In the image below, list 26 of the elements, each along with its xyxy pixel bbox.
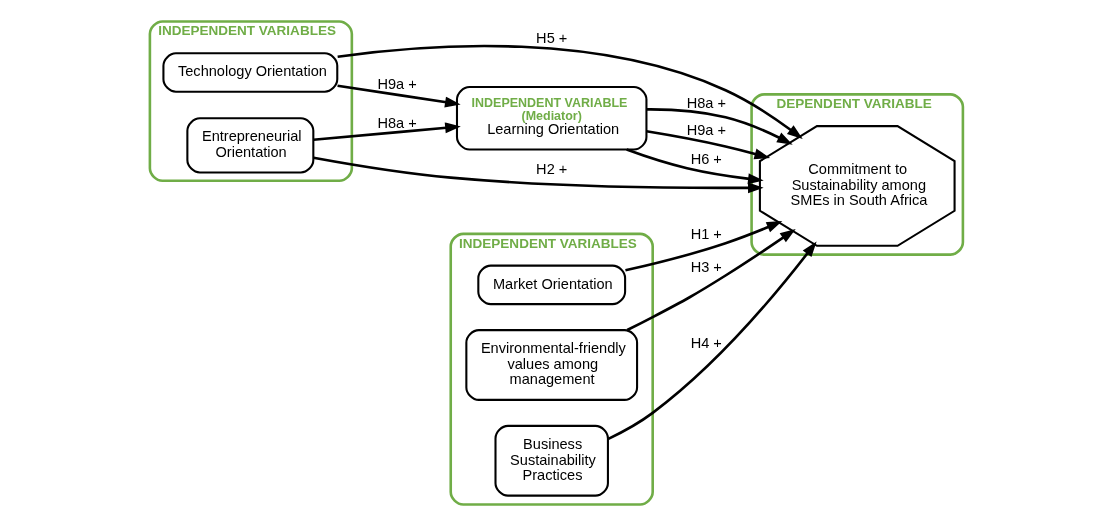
edge-label: H1 +: [690, 225, 722, 242]
node-box: Market Orientation: [477, 264, 627, 305]
node-box: Entrepreneurial Orientation: [186, 116, 315, 173]
edge-label: H4 +: [690, 334, 722, 351]
arrow: [625, 220, 783, 272]
node-box: Business Sustainability Practices: [494, 424, 609, 497]
edge-label: H2 +: [536, 160, 568, 177]
arrow: [646, 129, 771, 159]
edge-label: H3 +: [690, 258, 722, 275]
arrow: [626, 228, 796, 331]
arrow: [646, 107, 793, 145]
node-box: INDEPENDENT VARIABLE (Mediator) Learning Orientation: [455, 85, 648, 151]
edge-label: H8a +: [377, 114, 417, 131]
edge-label: H9a +: [686, 121, 726, 138]
arrow: [337, 83, 461, 108]
edge-label: H5 +: [536, 29, 568, 46]
node-box: Environmental-friendly values among management: [465, 328, 639, 401]
edge-label: H9a +: [377, 75, 417, 92]
arrow: [626, 147, 764, 184]
arrow: [607, 240, 817, 440]
arrow: [313, 121, 461, 141]
edge-label: H6 +: [690, 150, 722, 167]
arrow: [313, 155, 764, 193]
edge-label: H8a +: [686, 94, 726, 111]
arrow: [337, 44, 803, 139]
node-box: Technology Orientation: [162, 51, 339, 93]
